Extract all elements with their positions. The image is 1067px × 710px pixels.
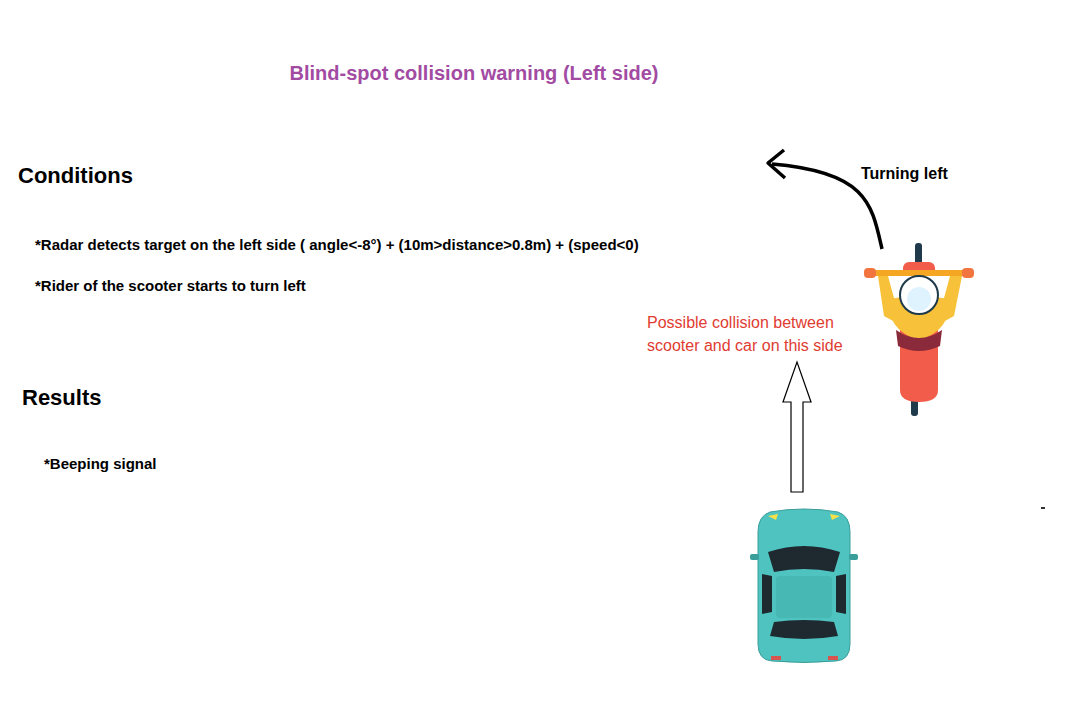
- section-heading: Conditions: [18, 163, 133, 189]
- block-arrow: [783, 362, 811, 492]
- condition-note: *Radar detects target on the left side (…: [35, 236, 639, 253]
- section-heading: Results: [22, 385, 101, 411]
- dot-mark: [1041, 507, 1045, 509]
- collision-note: Possible collision between scooter and c…: [647, 311, 869, 357]
- scooter: [864, 243, 974, 416]
- turn-arrow-head: [768, 150, 785, 178]
- car: [750, 509, 858, 663]
- diagram-title: Blind-spot collision warning (Left side): [290, 62, 659, 85]
- turn-label: Turning left: [861, 165, 948, 183]
- result-note: *Beeping signal: [44, 455, 157, 472]
- condition-note: *Rider of the scooter starts to turn lef…: [35, 277, 306, 294]
